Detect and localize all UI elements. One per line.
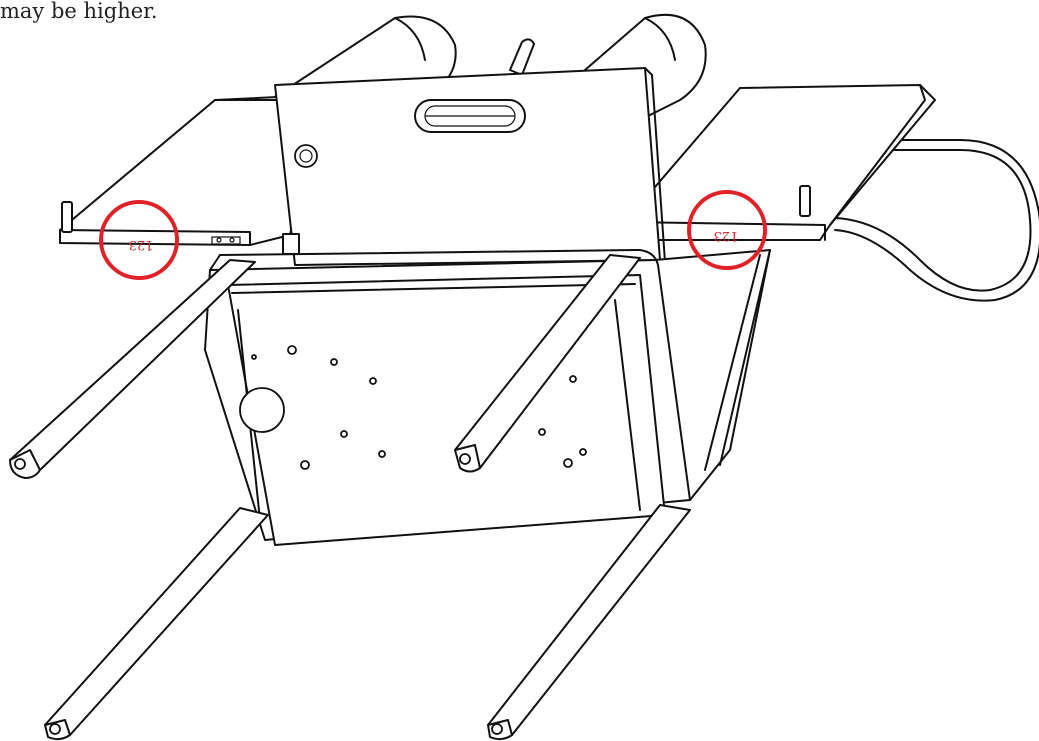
- leg-back-right: [487, 504, 691, 741]
- leg-front-right: [454, 254, 641, 473]
- highlight-circle-icon: [99, 200, 179, 280]
- highlight-circle-icon: [687, 190, 767, 270]
- seat-frame: [204, 249, 771, 546]
- left-board-marking: 123: [129, 237, 154, 252]
- cable-loop: [834, 139, 1039, 302]
- seat-holes: [239, 345, 587, 470]
- right-board-marking: 123: [714, 228, 739, 243]
- back-rod: [509, 38, 535, 76]
- back-panel: [274, 67, 666, 266]
- leg-front-left: [9, 259, 256, 479]
- right-side-board: 123: [624, 84, 936, 243]
- caption-text: may be higher.: [0, 0, 158, 23]
- leg-back-left: [44, 507, 269, 741]
- left-side-board: 123: [59, 94, 321, 252]
